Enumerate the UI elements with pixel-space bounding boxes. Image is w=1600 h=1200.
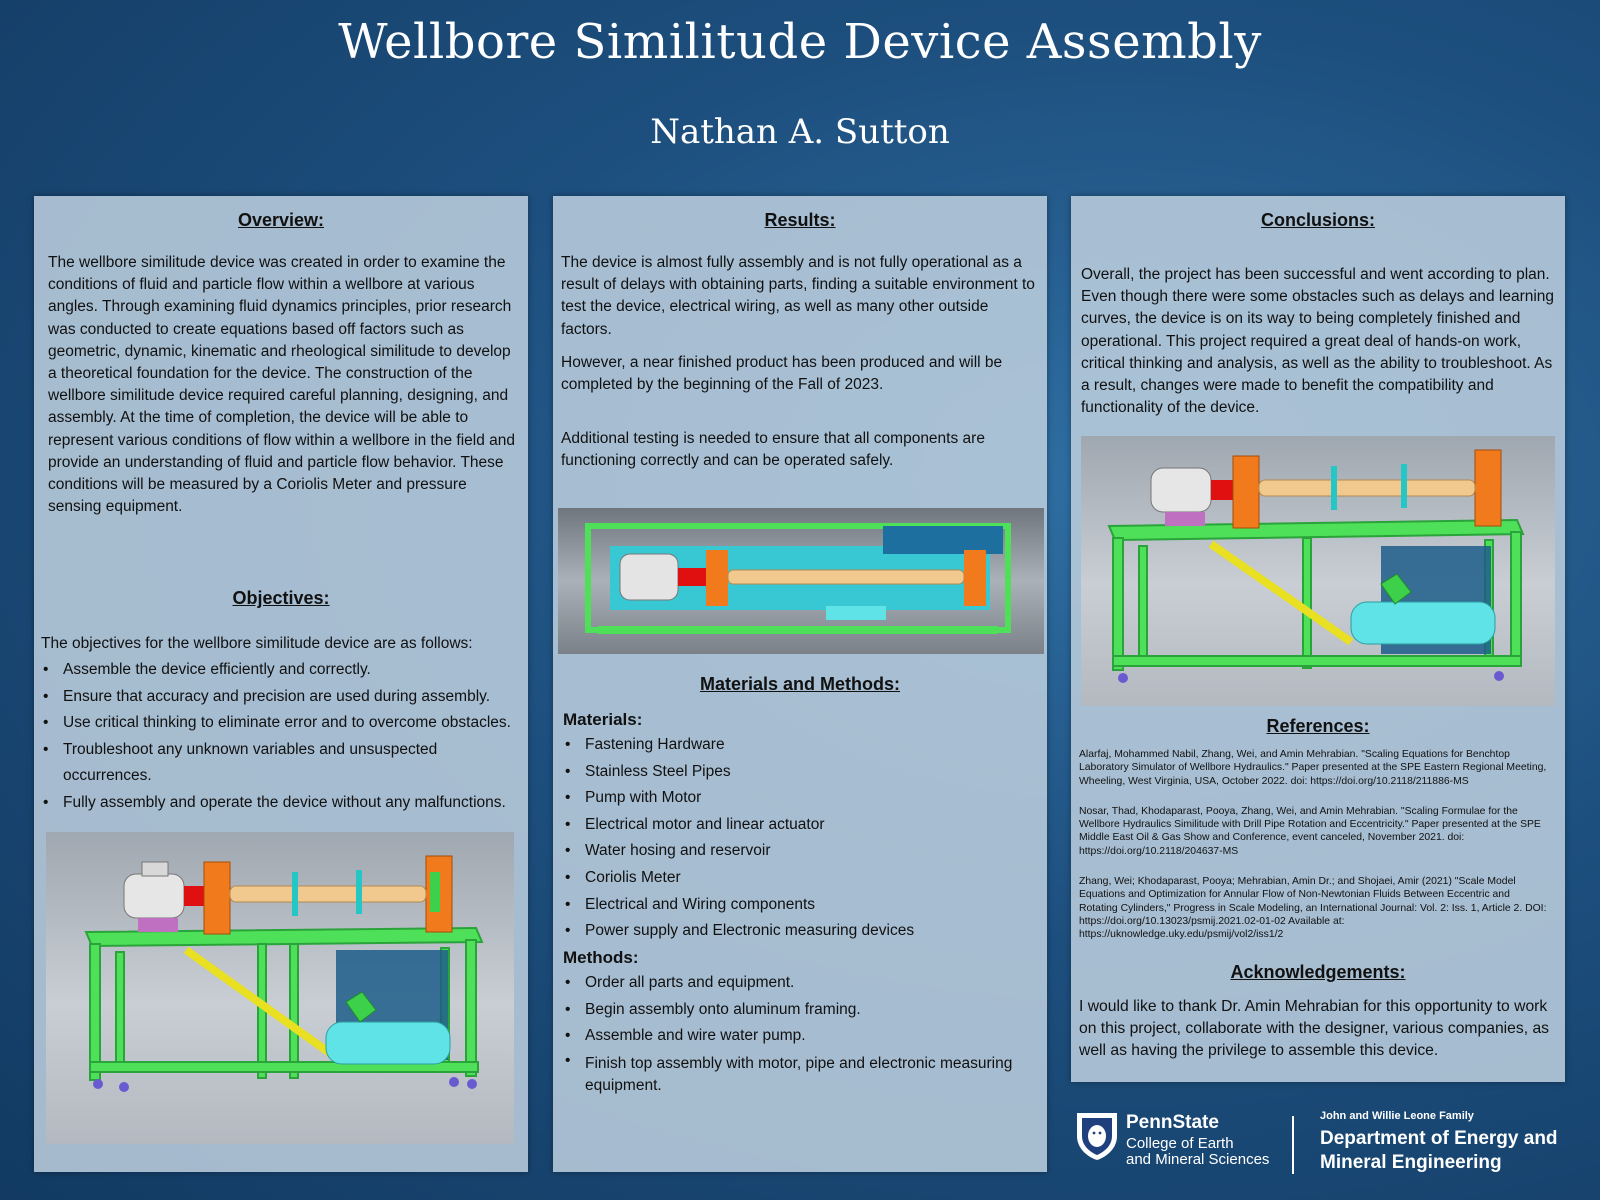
materials-list: Fastening Hardware Stainless Steel Pipes… [563, 732, 1033, 945]
material-item: Electrical motor and linear actuator [563, 812, 1033, 839]
logo-divider [1292, 1116, 1294, 1174]
poster-title: Wellbore Similitude Device Assembly [338, 14, 1262, 70]
footer-logos: PennState College of Earth and Mineral S… [1070, 1110, 1590, 1190]
material-item: Fastening Hardware [563, 732, 1033, 759]
reference-item: Nosar, Thad, Khodaparast, Pooya, Zhang, … [1079, 805, 1541, 857]
methods-list: Order all parts and equipment. Begin ass… [563, 970, 1033, 1097]
device-top-view-image [558, 508, 1044, 654]
material-item: Pump with Motor [563, 785, 1033, 812]
method-item: Finish top assembly with motor, pipe and… [563, 1050, 1033, 1097]
objective-item: Use critical thinking to eliminate error… [41, 710, 521, 737]
results-paragraph-1: The device is almost fully assembly and … [561, 254, 1035, 338]
pennstate-college-line2: and Mineral Sciences [1126, 1151, 1270, 1168]
overview-heading: Overview: [237, 210, 325, 230]
pennstate-college-line1: College of Earth [1126, 1135, 1234, 1152]
poster-author: Nathan A. Sutton [650, 112, 950, 152]
results-paragraph-3: Additional testing is needed to ensure t… [561, 430, 985, 470]
method-item: Assemble and wire water pump. [563, 1023, 1033, 1050]
objective-item: Troubleshoot any unknown variables and u… [41, 737, 521, 790]
method-item: Begin assembly onto aluminum framing. [563, 997, 1033, 1024]
material-item: Water hosing and reservoir [563, 838, 1033, 865]
conclusions-panel: Conclusions: Overall, the project has be… [1071, 196, 1565, 1082]
reference-item: Alarfaj, Mohammed Nabil, Zhang, Wei, and… [1079, 749, 1547, 787]
objectives-list: Assemble the device efficiently and corr… [41, 657, 521, 817]
acknowledgements-heading: Acknowledgements: [1230, 962, 1406, 982]
material-item: Electrical and Wiring components [563, 892, 1033, 919]
method-item: Order all parts and equipment. [563, 970, 1033, 997]
acknowledgements-text: I would like to thank Dr. Amin Mehrabian… [1079, 998, 1550, 1060]
device-top-view-drawing [585, 523, 1011, 634]
results-heading: Results: [764, 210, 836, 230]
dept-name-line1: Department of Energy and [1320, 1128, 1558, 1149]
objective-item: Fully assembly and operate the device wi… [41, 790, 521, 817]
material-item: Coriolis Meter [563, 865, 1033, 892]
device-angled-view-drawing [1107, 449, 1525, 683]
device-side-view-drawing [84, 855, 484, 1092]
device-render-image-2 [1081, 436, 1555, 706]
conclusions-text: Overall, the project has been successful… [1081, 266, 1555, 417]
objective-item: Ensure that accuracy and precision are u… [41, 684, 521, 711]
objective-item: Assemble the device efficiently and corr… [41, 657, 521, 684]
results-panel: Results: The device is almost fully asse… [553, 196, 1047, 1172]
penn-state-shield-icon [1077, 1113, 1117, 1160]
objectives-heading: Objectives: [232, 588, 330, 608]
materials-methods-heading: Materials and Methods: [699, 674, 901, 694]
materials-label: Materials: [563, 710, 643, 729]
overview-panel: Overview: The wellbore similitude device… [34, 196, 528, 1172]
dept-family-line: John and Willie Leone Family [1320, 1110, 1474, 1122]
references-heading: References: [1266, 716, 1370, 736]
dept-name-line2: Mineral Engineering [1320, 1152, 1502, 1173]
reference-item: Zhang, Wei; Khodaparast, Pooya; Mehrabia… [1079, 876, 1547, 941]
pennstate-wordmark: PennState [1126, 1112, 1219, 1133]
overview-text: The wellbore similitude device was creat… [48, 254, 515, 516]
material-item: Power supply and Electronic measuring de… [563, 918, 1033, 945]
conclusions-heading: Conclusions: [1260, 210, 1375, 230]
results-paragraph-2: However, a near finished product has bee… [561, 354, 1003, 394]
methods-label: Methods: [563, 948, 639, 967]
references-list: Alarfaj, Mohammed Nabil, Zhang, Wei, and… [1079, 748, 1549, 959]
material-item: Stainless Steel Pipes [563, 759, 1033, 786]
device-render-image [46, 832, 514, 1144]
objectives-intro: The objectives for the wellbore similitu… [41, 635, 473, 652]
